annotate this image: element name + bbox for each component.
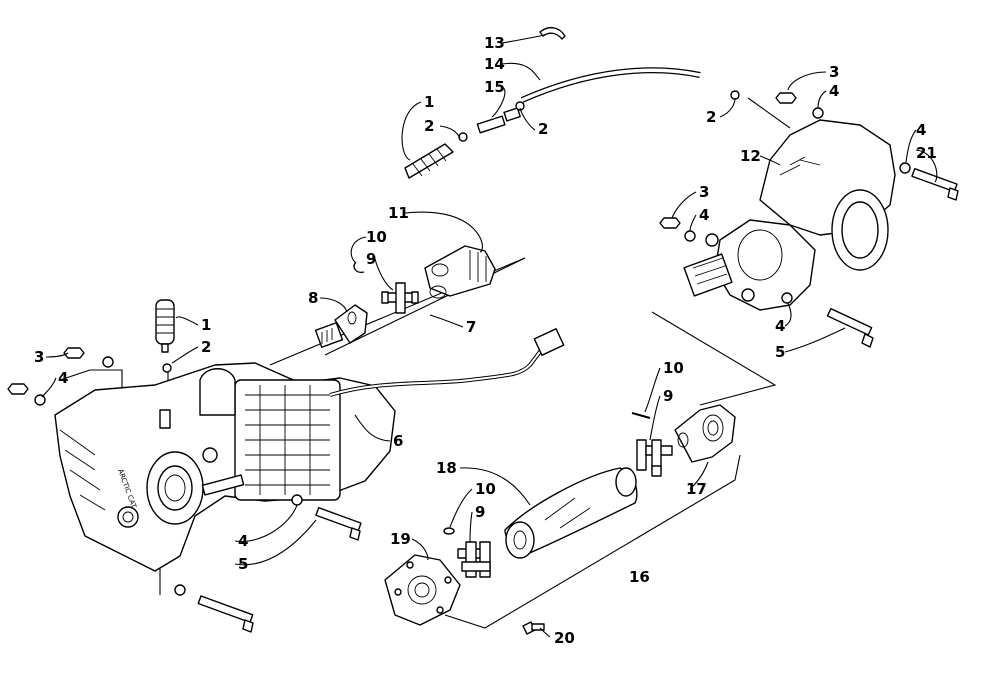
callout-4-left: 4: [58, 369, 68, 387]
callout-9-right: 9: [663, 387, 673, 405]
callout-10-right: 10: [663, 359, 684, 377]
u-joint-cross-right: [636, 439, 673, 477]
fasteners-left: [7, 347, 362, 633]
driveshaft: [504, 467, 638, 559]
u-joint-cross-upper: [381, 282, 419, 314]
flange-19: [384, 554, 461, 626]
callout-9-upper: 9: [366, 250, 376, 268]
callout-2-top: 2: [424, 117, 434, 135]
callout-2-right: 2: [706, 108, 716, 126]
callout-3-right: 3: [829, 63, 839, 81]
callout-12: 12: [740, 147, 761, 165]
fasteners-right: [659, 92, 959, 348]
wiring-harness: [329, 328, 565, 397]
callout-1-left: 1: [201, 316, 211, 334]
rubber-boot-top: [404, 143, 454, 179]
callout-17: 17: [686, 480, 707, 498]
callout-8: 8: [308, 289, 318, 307]
callout-2-cable: 2: [538, 120, 548, 138]
callout-16: 16: [629, 568, 650, 586]
u-joint-cross-lower: [457, 541, 491, 578]
callout-4-far-right: 4: [916, 121, 926, 139]
callout-5-right: 5: [775, 343, 785, 361]
yoke-17: [674, 404, 736, 463]
callout-numbers: 13 14 15 1 2 2 2 3 4 12 4 21 3 4 4 5 11 …: [34, 34, 937, 647]
rubber-boot-left: [155, 299, 175, 373]
callout-3-left: 3: [34, 348, 44, 366]
callout-13: 13: [484, 34, 505, 52]
callout-1-top: 1: [424, 93, 434, 111]
callout-5-bottom: 5: [238, 555, 248, 573]
callout-4-mid: 4: [699, 206, 709, 224]
callout-9-lower: 9: [475, 503, 485, 521]
callout-14: 14: [484, 55, 505, 73]
cable-clip-washer: [730, 90, 740, 100]
snap-ring-right: [631, 412, 651, 419]
callout-21: 21: [916, 144, 937, 162]
callout-3-mid: 3: [699, 183, 709, 201]
yoke-11: [424, 245, 496, 299]
cable-clip: [539, 26, 566, 40]
bolt-20: [522, 621, 545, 635]
callout-20: 20: [554, 629, 575, 647]
transmission-housing: ARCTIC CAT: [54, 362, 396, 572]
callout-4-bottom: 4: [238, 532, 248, 550]
callout-18: 18: [436, 459, 457, 477]
callout-15: 15: [484, 78, 505, 96]
callout-10-lower: 10: [475, 480, 496, 498]
callout-11: 11: [388, 204, 409, 222]
callout-2-left: 2: [201, 338, 211, 356]
callout-4-lower-right: 4: [775, 317, 785, 335]
callout-4-right: 4: [829, 82, 839, 100]
cable-end: [476, 115, 506, 134]
snap-ring-lower: [443, 527, 455, 535]
yoke-8: [314, 304, 368, 348]
callout-6: 6: [393, 432, 403, 450]
callout-10-upper: 10: [366, 228, 387, 246]
callout-7: 7: [466, 318, 476, 336]
snap-ring-upper: [353, 261, 365, 274]
callout-19: 19: [390, 530, 411, 548]
leader-lines: [41, 34, 938, 638]
front-differential: [683, 119, 896, 311]
